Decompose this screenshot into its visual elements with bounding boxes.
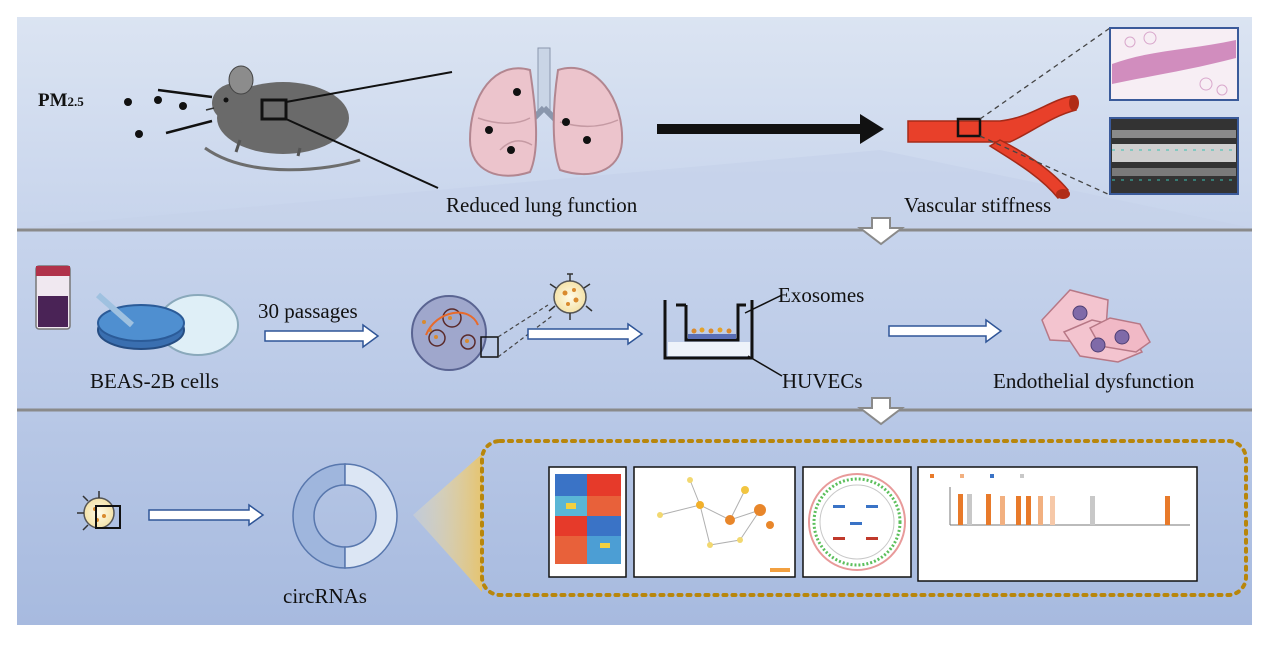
heatmap-thumbnail: [548, 466, 627, 578]
zoom-cone: [413, 454, 482, 592]
lungs-icon: [468, 47, 624, 177]
huvecs-label: HUVECs: [782, 369, 863, 393]
endothelial-dysfunction-label: Endothelial dysfunction: [993, 369, 1195, 393]
exosome-icon-small: [77, 491, 121, 531]
bar-chart-thumbnail: [917, 466, 1198, 582]
network-thumbnail: [633, 466, 796, 578]
dash-line-c: [497, 304, 549, 338]
reduced-lung-function-label: Reduced lung function: [446, 193, 638, 217]
pm25-label: PM2.5: [38, 90, 84, 112]
endothelial-cells-icon: [1041, 289, 1151, 363]
zoom-line-a: [285, 71, 453, 103]
vascular-stiffness-label: Vascular stiffness: [904, 193, 1052, 217]
analysis-results-frame: [480, 439, 1248, 597]
cell-culture-icon: [411, 295, 499, 371]
pm-particles: [124, 88, 213, 138]
down-arrow-2: [857, 397, 905, 426]
black-arrow: [657, 114, 884, 144]
arrow-to-circrna: [148, 503, 265, 527]
culture-tube-icon: [35, 265, 71, 330]
pm25-label-sub: 2.5: [67, 94, 84, 109]
exosomes-pointer: [744, 294, 783, 314]
petri-dish-icon: [96, 292, 239, 356]
arrow-passages: [264, 323, 380, 349]
exosome-icon: [548, 273, 593, 320]
circos-thumbnail: [802, 466, 912, 578]
circrnas-label: circRNAs: [283, 584, 367, 608]
vessel-icon: [907, 95, 1079, 200]
pm25-label-main: PM: [38, 90, 68, 111]
circrna-donut-icon: [292, 463, 398, 569]
exosomes-label: Exosomes: [778, 283, 865, 307]
passages-label: 30 passages: [258, 299, 358, 323]
down-arrow-1: [857, 217, 905, 246]
beas-2b-cells-label: BEAS-2B cells: [90, 369, 219, 393]
perspective-plane: [17, 150, 1252, 228]
mouse-icon: [204, 65, 361, 172]
dash-line-b: [979, 135, 1111, 196]
transwell-icon: [663, 300, 754, 360]
arrow-to-transwell: [527, 322, 644, 346]
zoom-line-b: [285, 118, 439, 189]
huvecs-pointer: [747, 355, 783, 377]
histology-image: [1109, 27, 1239, 101]
arrow-to-endothelial: [888, 318, 1003, 344]
ultrasound-image: [1109, 117, 1239, 195]
dash-line-d: [497, 315, 553, 358]
